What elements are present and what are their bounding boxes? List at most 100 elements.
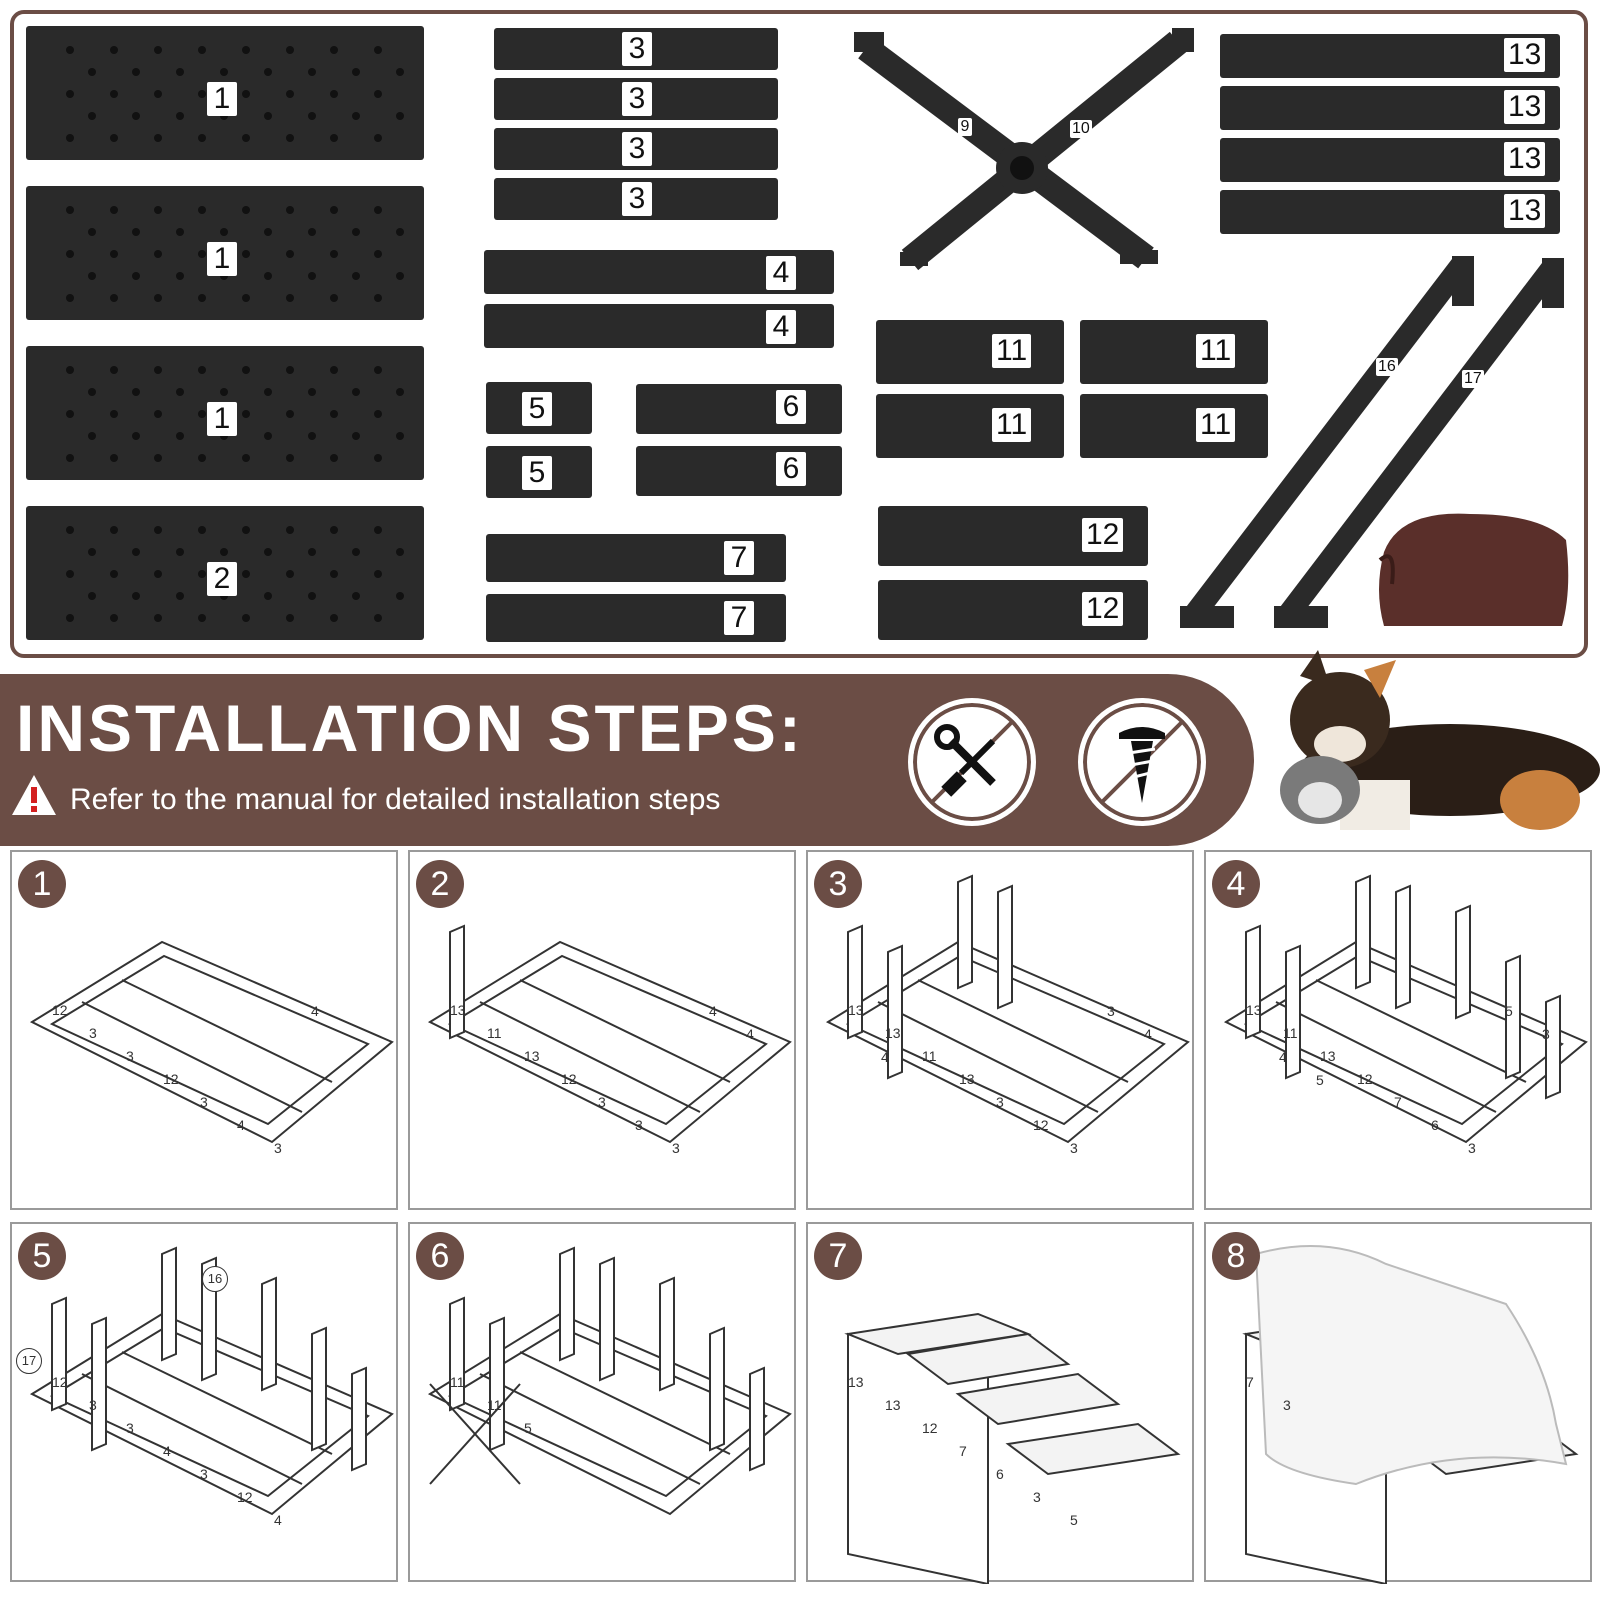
panel-hole	[308, 228, 316, 236]
panel-hole	[110, 46, 118, 54]
panel-hole	[198, 134, 206, 142]
diagram-part-label: 13	[524, 1048, 540, 1064]
panel-hole	[176, 592, 184, 600]
panel-hole	[352, 112, 360, 120]
panel-hole	[374, 526, 382, 534]
panel-hole	[264, 228, 272, 236]
panel-hole	[110, 410, 118, 418]
panel-hole	[88, 592, 96, 600]
panel-hole	[308, 548, 316, 556]
part-11-block	[876, 394, 1064, 458]
panel-hole	[352, 548, 360, 556]
panel-hole	[132, 592, 140, 600]
panel-hole	[110, 134, 118, 142]
part-13-bar	[1220, 86, 1560, 130]
panel-hole	[374, 454, 382, 462]
part-13-bar	[1220, 138, 1560, 182]
panel-hole	[132, 548, 140, 556]
panel-hole	[352, 228, 360, 236]
panel-hole	[352, 432, 360, 440]
panel-hole	[220, 112, 228, 120]
panel-hole	[132, 432, 140, 440]
panel-hole	[198, 46, 206, 54]
panel-hole	[66, 46, 74, 54]
part-label: 4	[766, 256, 796, 290]
part-label: 6	[776, 390, 806, 424]
step-number-badge: 3	[814, 860, 862, 908]
panel-hole	[110, 90, 118, 98]
step-number-badge: 6	[416, 1232, 464, 1280]
diagram-part-label: 3	[89, 1025, 97, 1041]
part-label: 10	[1070, 120, 1092, 138]
step-number-badge: 5	[18, 1232, 66, 1280]
step-8-diagram	[1242, 1245, 1579, 1584]
diagram-part-label: 3	[1542, 1026, 1550, 1042]
diagram-part-label: 13	[885, 1025, 901, 1041]
diagram-part-label: 12	[52, 1374, 68, 1390]
panel-hole	[330, 454, 338, 462]
panel-hole	[66, 570, 74, 578]
panel-hole	[88, 68, 96, 76]
part-11-block	[1080, 320, 1268, 384]
panel-hole	[176, 388, 184, 396]
panel-hole	[330, 46, 338, 54]
part-11-block	[876, 320, 1064, 384]
panel-hole	[374, 410, 382, 418]
panel-hole	[330, 134, 338, 142]
panel-hole	[352, 592, 360, 600]
panel-hole	[264, 548, 272, 556]
part-label: 3	[622, 32, 652, 66]
panel-hole	[374, 206, 382, 214]
diagram-part-label: 3	[126, 1420, 134, 1436]
panel-hole	[66, 90, 74, 98]
panel-hole	[132, 388, 140, 396]
panel-hole	[176, 432, 184, 440]
panel-hole	[374, 90, 382, 98]
panel-hole	[308, 432, 316, 440]
panel-hole	[198, 570, 206, 578]
panel-hole	[374, 250, 382, 258]
warning-triangle-icon	[12, 775, 56, 815]
panel-hole	[220, 432, 228, 440]
diagram-part-label: 11	[922, 1048, 937, 1064]
diagram-part-label: 3	[1468, 1140, 1476, 1156]
step-2-diagram	[427, 924, 792, 1144]
panel-hole	[242, 614, 250, 622]
panel-hole	[396, 432, 404, 440]
diagram-part-label: 4	[881, 1049, 889, 1065]
panel-hole	[286, 250, 294, 258]
panel-hole	[198, 250, 206, 258]
panel-hole	[110, 614, 118, 622]
step-5-diagram	[29, 1246, 394, 1516]
part-13-bar	[1220, 34, 1560, 78]
diagram-part-label: 12	[1033, 1117, 1049, 1133]
panel-hole	[286, 570, 294, 578]
panel-hole	[154, 250, 162, 258]
panel-hole	[88, 272, 96, 280]
banner-title: INSTALLATION STEPS:	[16, 691, 804, 765]
panel-hole	[66, 410, 74, 418]
diagram-part-label: 12	[922, 1420, 938, 1436]
panel-hole	[154, 90, 162, 98]
panel-hole	[66, 454, 74, 462]
panel-hole	[264, 388, 272, 396]
panel-hole	[176, 112, 184, 120]
part-label: 4	[766, 310, 796, 344]
diagram-part-label: 3	[598, 1094, 606, 1110]
panel-hole	[308, 272, 316, 280]
panel-hole	[154, 134, 162, 142]
callout-label: 16	[202, 1266, 228, 1292]
part-label: 11	[992, 408, 1032, 442]
panel-hole	[198, 206, 206, 214]
part-label: 13	[1504, 90, 1546, 124]
step-6-diagram	[427, 1246, 792, 1516]
part-13-bar	[1220, 190, 1560, 234]
panel-hole	[396, 388, 404, 396]
panel-hole	[220, 272, 228, 280]
panel-hole	[66, 366, 74, 374]
callout-label: 17	[16, 1348, 42, 1374]
